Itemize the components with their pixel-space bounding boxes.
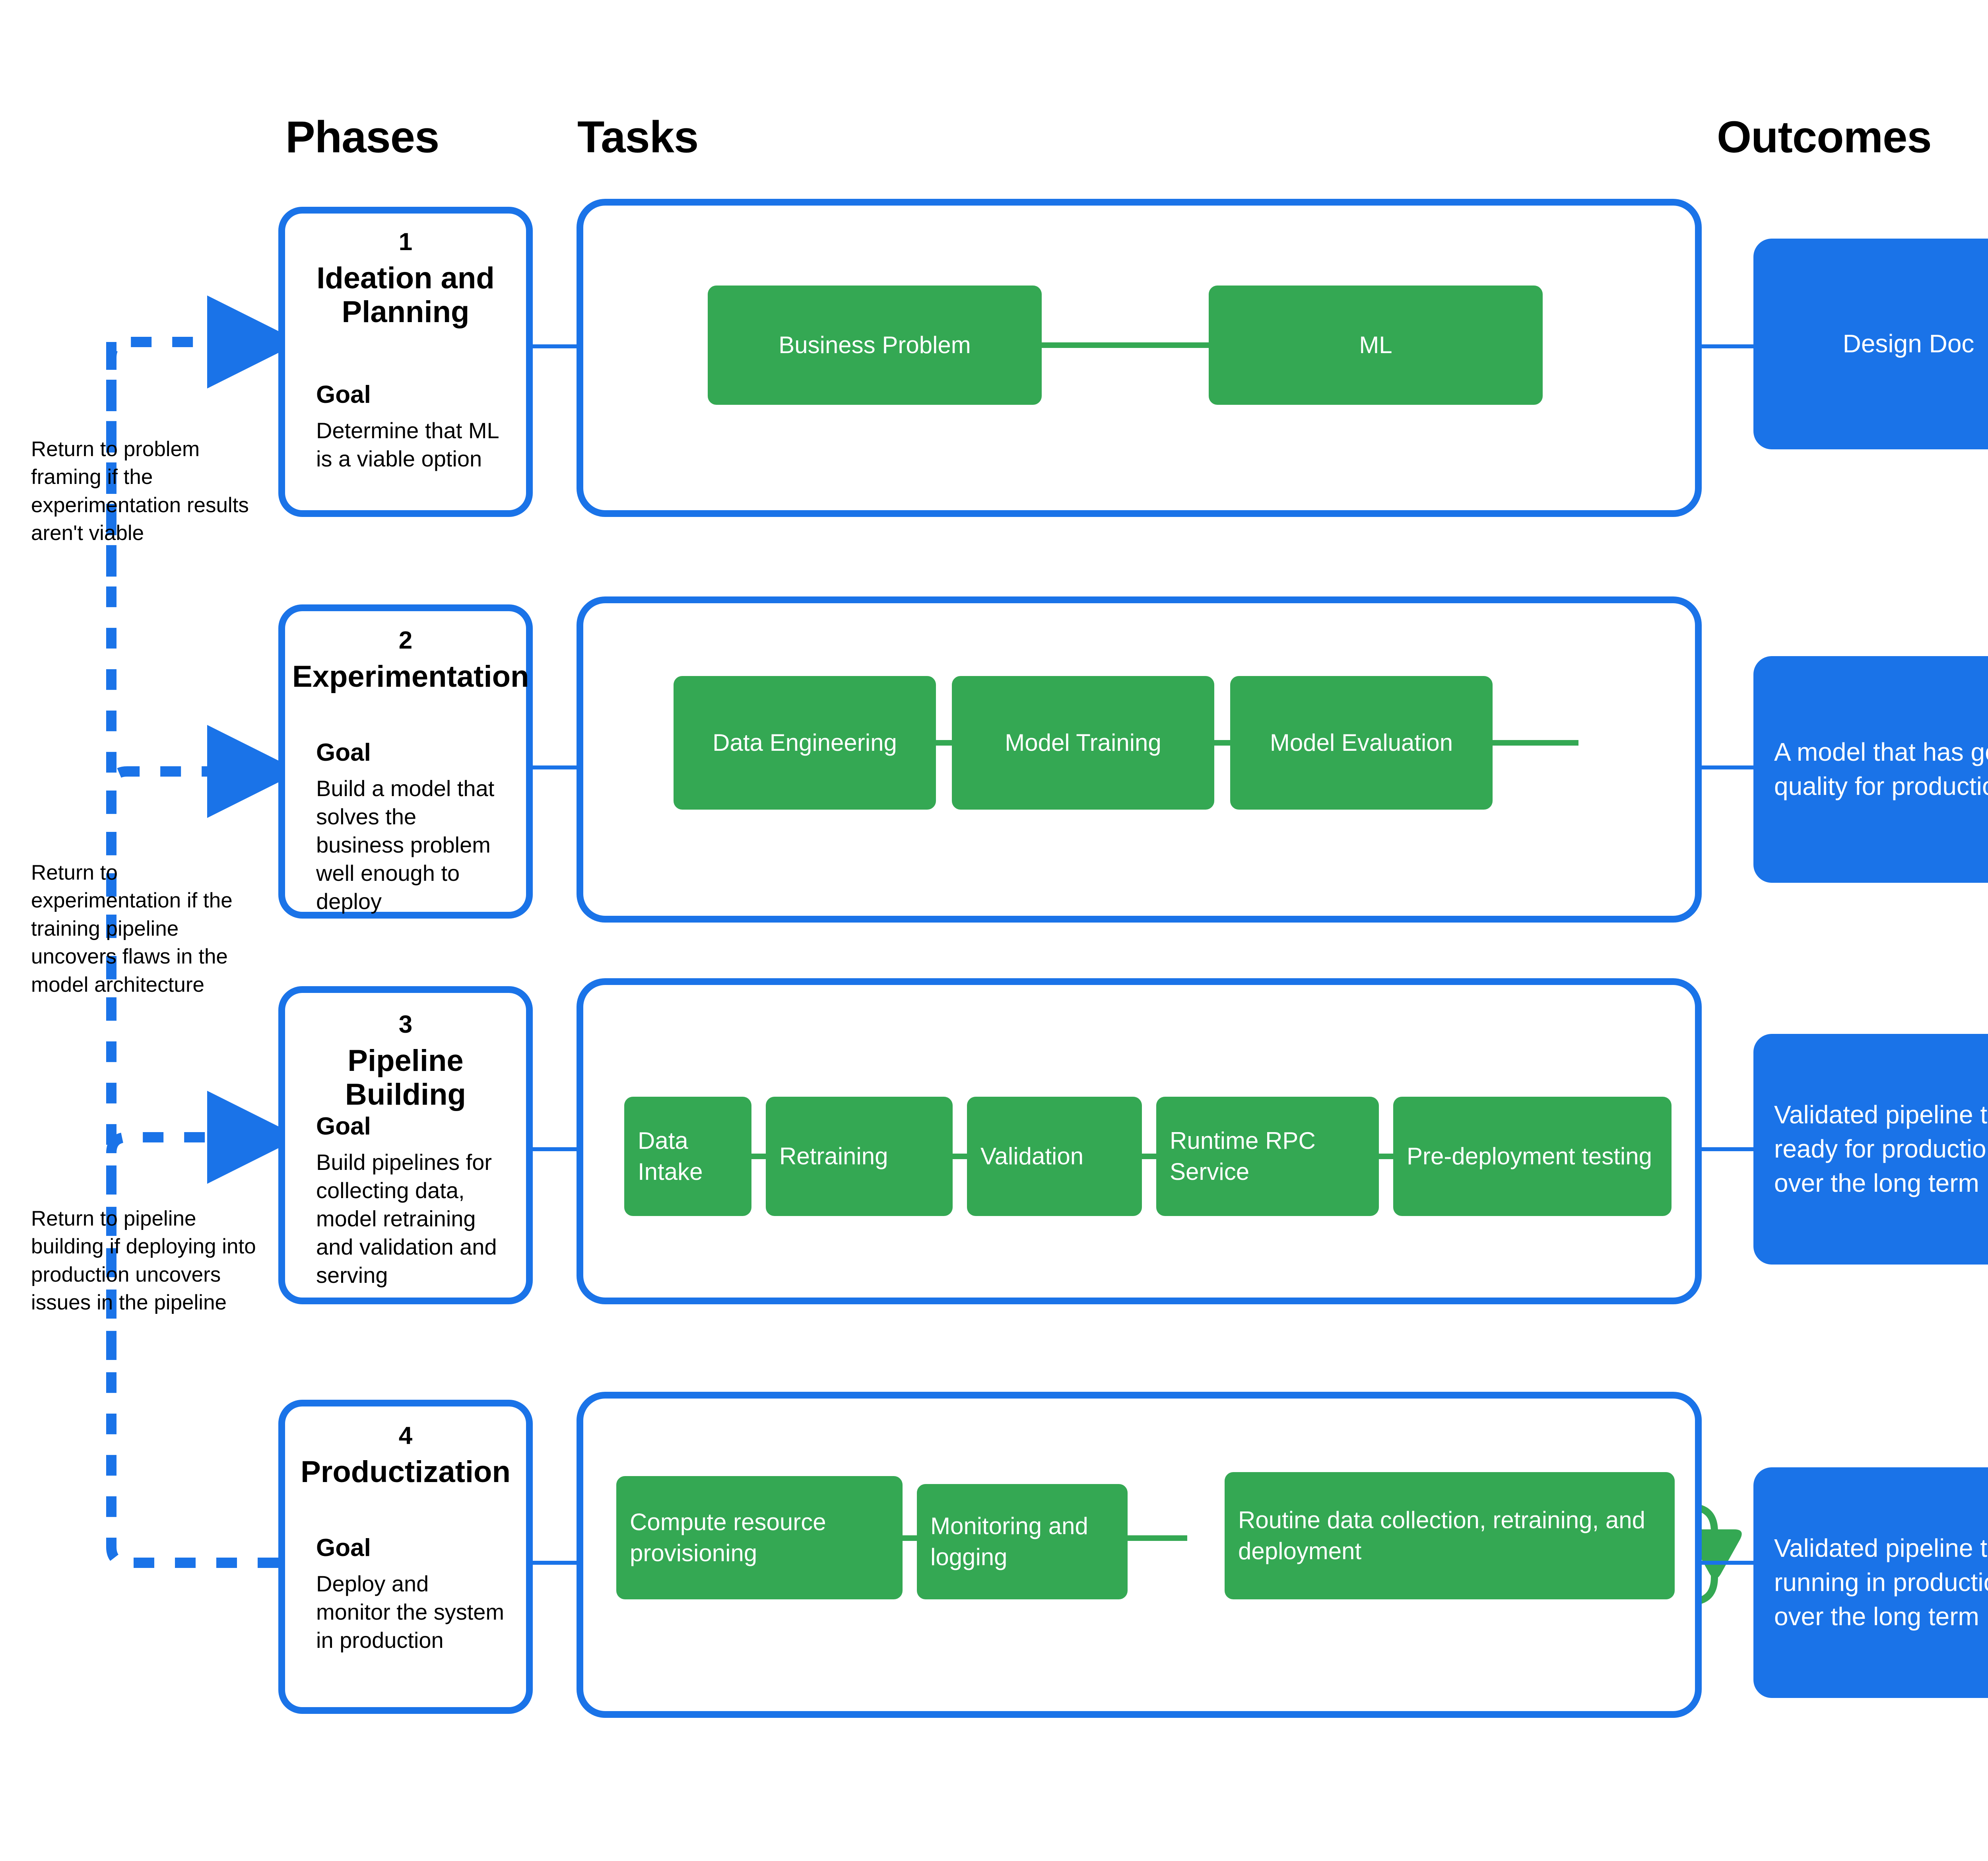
task-link-1-1 [1042, 342, 1209, 348]
task-box-3-1[interactable]: Data Intake [624, 1097, 751, 1216]
task-link-3-4 [1379, 1154, 1393, 1159]
column-header-outcomes: Outcomes [1717, 112, 1932, 162]
task-box-3-3[interactable]: Validation [967, 1097, 1142, 1216]
task-box-3-2[interactable]: Retraining [766, 1097, 953, 1216]
phase-number-1: 1 [398, 228, 413, 256]
phase-title-4: Productization [301, 1455, 511, 1489]
link-phase2-to-tasks2 [533, 765, 577, 769]
task-box-4-3[interactable]: Routine data collection, retraining, and… [1225, 1472, 1675, 1599]
outcome-box-1[interactable]: Design Doc [1753, 239, 1988, 449]
task-box-2-2[interactable]: Model Training [952, 676, 1214, 810]
goal-label-3: Goal [316, 1113, 371, 1140]
goal-text-2: Build a model that solves the business p… [316, 776, 495, 914]
task-link-4-2 [1128, 1535, 1187, 1541]
phase-card-3[interactable]: 3 Pipeline Building Goal Build pipelines… [278, 986, 533, 1304]
link-phase3-to-tasks3 [533, 1147, 577, 1151]
link-tasks2-to-outcome2 [1702, 765, 1753, 769]
phase-number-4: 4 [398, 1422, 413, 1449]
task-link-3-3 [1142, 1154, 1156, 1159]
link-phase1-to-tasks1 [533, 344, 577, 348]
task-link-3-1 [751, 1154, 766, 1159]
goal-text-1: Determine that ML is a viable option [316, 418, 499, 472]
feedback-note-2: Return to experimentation if the trainin… [31, 861, 233, 997]
phase-card-1[interactable]: 1 Ideation and Planning Goal Determine t… [278, 207, 533, 517]
feedback-note-1: Return to problem framing if the experim… [31, 437, 249, 545]
task-link-2-1 [936, 740, 952, 746]
feedback-note-3: Return to pipeline building if deploying… [31, 1207, 256, 1315]
goal-text-3: Build pipelines for collecting data, mod… [316, 1150, 497, 1288]
task-box-2-3[interactable]: Model Evaluation [1230, 676, 1493, 810]
link-phase4-to-tasks4 [533, 1561, 577, 1565]
task-link-2-3 [1493, 740, 1578, 746]
task-box-1-1[interactable]: Business Problem [708, 286, 1042, 405]
phase-title-1: Ideation and Planning [316, 261, 495, 329]
link-tasks3-to-outcome3 [1702, 1147, 1753, 1151]
column-header-phases: Phases [285, 112, 439, 162]
phase-number-2: 2 [398, 627, 413, 654]
task-box-3-4[interactable]: Runtime RPC Service [1156, 1097, 1379, 1216]
goal-label-2: Goal [316, 739, 371, 766]
outcome-box-2[interactable]: A model that has good quality for produc… [1753, 656, 1988, 883]
outcome-box-4[interactable]: Validated pipeline that's running in pro… [1753, 1467, 1988, 1698]
phase-number-3: 3 [398, 1011, 413, 1038]
task-box-4-2[interactable]: Monitoring and logging [917, 1484, 1128, 1599]
goal-text-4: Deploy and monitor the system in product… [316, 1571, 505, 1653]
phase-title-2: Experimentation [292, 660, 529, 694]
task-link-4-1 [903, 1535, 917, 1541]
goal-label-4: Goal [316, 1534, 371, 1562]
task-link-3-2 [953, 1154, 967, 1159]
link-tasks1-to-outcome1 [1702, 344, 1753, 348]
task-link-2-2 [1214, 740, 1230, 746]
phase-card-4[interactable]: 4 Productization Goal Deploy and monitor… [278, 1400, 533, 1714]
link-tasks4-to-outcome4 [1702, 1561, 1753, 1565]
phase-title-3: Pipeline Building [345, 1044, 466, 1112]
task-box-2-1[interactable]: Data Engineering [674, 676, 936, 810]
task-box-1-2[interactable]: ML [1209, 286, 1543, 405]
goal-label-1: Goal [316, 381, 371, 408]
task-box-4-1[interactable]: Compute resource provisioning [616, 1476, 903, 1599]
outcome-box-3[interactable]: Validated pipeline that's ready for prod… [1753, 1034, 1988, 1265]
task-box-3-5[interactable]: Pre-deployment testing [1393, 1097, 1672, 1216]
column-header-tasks: Tasks [577, 112, 699, 162]
phase-card-2[interactable]: 2 Experimentation Goal Build a model tha… [278, 604, 533, 919]
